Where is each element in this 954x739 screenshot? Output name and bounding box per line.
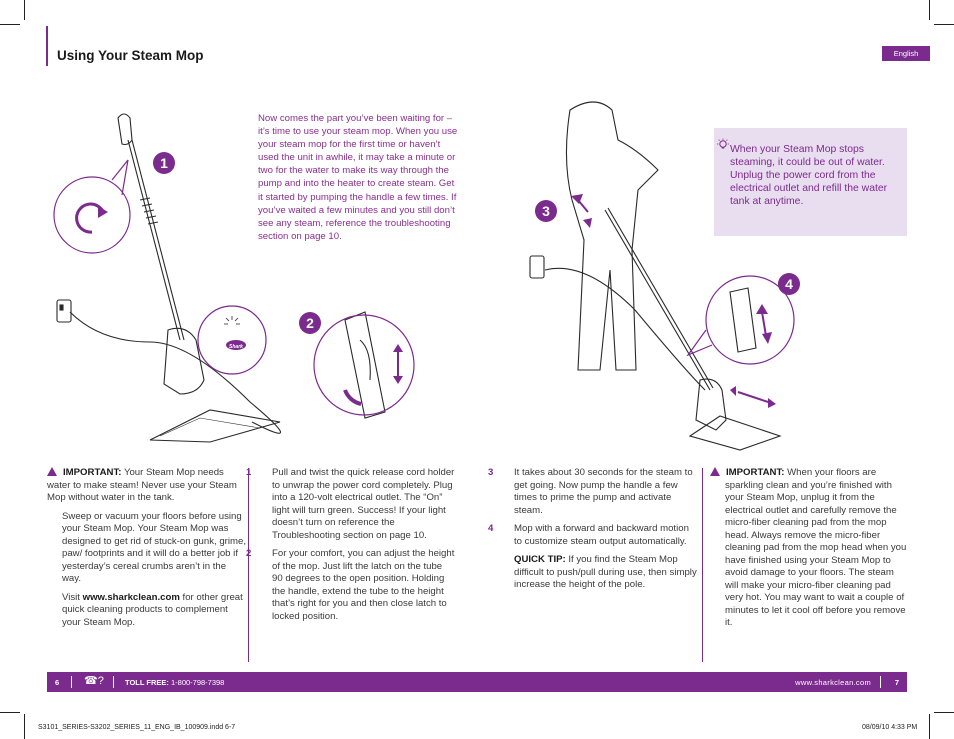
telephone-icon: ☎? [84,675,104,687]
intro-text: Now comes the part you’ve been waiting f… [258,113,458,242]
power-cord-3 [544,267,706,391]
forward-back-arrow [737,391,769,403]
shark-logo: Shark [229,344,243,350]
step-badge-4: 4 [778,273,800,295]
step-badge-3: 3 [535,200,557,222]
mop-body [163,327,205,395]
visit-paragraph: Visit www.sharkclean.com for other great… [62,591,243,628]
detail-circle-cord [53,176,131,254]
person-figure [565,101,659,371]
tip-box [714,128,907,236]
title-accent-bar [46,26,48,66]
footer-separator [71,676,72,688]
important-paragraph-1: IMPORTANT: Your Steam Mop needs water to… [47,467,247,505]
important-paragraph-2: IMPORTANT: When your floors are sparklin… [710,467,908,630]
date-slug: 08/09/10 4:33 PM [862,724,918,731]
mop-handle-grip [117,113,133,146]
detail-circle-height [705,275,795,365]
sweep-paragraph: Sweep or vacuum your floors before using… [62,510,246,585]
wall-outlet-3 [529,255,545,279]
column-4: IMPORTANT: When your floors are sparklin… [710,467,908,636]
crop-mark [929,0,930,20]
illustration-layer: Shark [53,101,795,451]
file-slug: S3101_SERIES-S3202_SERIES_11_ENG_IB_1009… [38,724,236,731]
page-number-right: 7 [894,678,899,687]
up-down-arrow-4 [761,311,767,337]
column-divider [702,468,703,662]
mop-pole [127,139,181,341]
column-1: IMPORTANT: Your Steam Mop needs water to… [47,467,247,635]
page-number-left: 6 [55,678,60,687]
website-link[interactable]: www.sharkclean.com [82,591,180,603]
rotate-arrow [343,389,362,406]
crop-mark [929,714,930,739]
wall-outlet [56,299,72,323]
step-badge-2: 2 [299,312,321,334]
step-badge-1: 1 [153,152,175,174]
crop-mark [934,712,954,713]
crop-mark [24,714,25,739]
important-text: Your Steam Mop needs water to make steam… [47,467,237,503]
warning-icon [710,467,720,476]
page-title: Using Your Steam Mop [57,48,204,63]
toll-free: TOLL FREE: 1-800-798-7398 [125,678,225,687]
crop-mark [934,24,954,25]
footer-bar: 6 ☎? TOLL FREE: 1-800-798-7398 www.shark… [47,672,907,692]
mop-pad-3 [688,415,782,451]
crop-mark [0,24,20,25]
language-tab: English [882,46,930,61]
crop-mark [24,0,25,20]
mop-head-3 [695,378,727,431]
power-cord [69,311,281,434]
lightbulb-icon [717,138,729,149]
mop-cord-wrap [139,197,159,225]
detail-circle-latch [313,314,415,416]
tip-text: When your Steam Mop stops steaming, it c… [730,144,888,208]
crop-mark [0,712,20,713]
important-label: IMPORTANT: [63,467,122,478]
detail-circle-light [197,305,267,375]
footer-url[interactable]: www.sharkclean.com [795,678,871,687]
quick-tip: QUICK TIP: If you find the Steam Mop dif… [514,554,697,590]
column-divider [248,468,249,662]
mop-pole-3 [604,209,711,391]
mop-pad [149,409,281,443]
warning-icon [47,467,57,476]
footer-separator [880,676,881,688]
footer-separator [113,676,114,688]
